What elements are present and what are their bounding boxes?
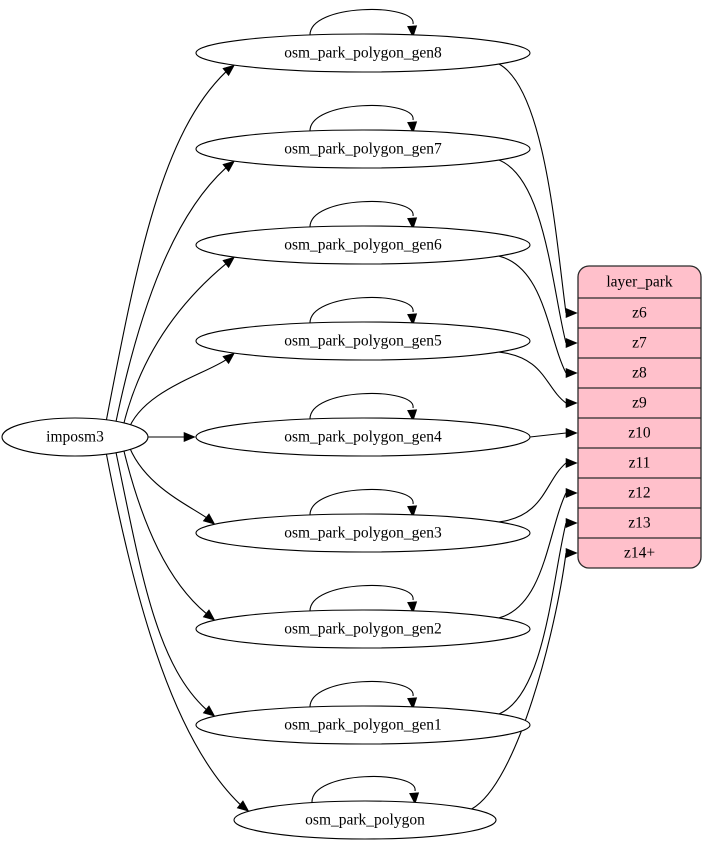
edge-base-to-z14+	[471, 552, 567, 810]
record-node-layer: layer_park z6 z7 z8 z9 z10 z11 z12 z13 z14+	[577, 265, 702, 569]
node-gen4[interactable]	[195, 417, 531, 457]
edge-imposm3-to-gen6	[122, 263, 227, 427]
arrowhead-gen3-to-z11	[565, 457, 578, 469]
record-row-z12[interactable]: z12	[628, 485, 650, 502]
self-loop-gen7	[309, 104, 414, 133]
arrowhead-imposm3-to-gen3	[202, 513, 216, 525]
node-gen7[interactable]	[195, 129, 531, 169]
self-loop-gen5	[309, 296, 414, 325]
arrowhead-imposm3-to-gen6	[222, 256, 235, 269]
node-imposm3-label: imposm3	[46, 429, 104, 446]
node-gen4-label: osm_park_polygon_gen4	[284, 429, 442, 446]
arrowhead-self-loop-gen6	[407, 217, 418, 230]
record-header-label: layer_park	[606, 274, 673, 291]
arrowhead-imposm3-to-gen2	[202, 609, 216, 621]
record-row-z11[interactable]: z11	[629, 455, 651, 472]
record-row-z14+[interactable]: z14+	[624, 545, 655, 562]
edge-imposm3-to-gen2	[122, 447, 207, 614]
record-row-z13[interactable]: z13	[628, 515, 651, 532]
self-loop-gen4	[309, 392, 414, 421]
node-gen2-label: osm_park_polygon_gen2	[284, 621, 442, 638]
arrowhead-gen4-to-z10	[565, 427, 578, 439]
arrowhead-gen8-to-z6	[565, 307, 578, 319]
edge-layer	[105, 63, 578, 812]
edge-imposm3-to-base	[105, 454, 241, 805]
edge-imposm3-to-gen5	[127, 359, 227, 432]
edge-imposm3-to-gen1	[115, 451, 207, 710]
arrowhead-gen2-to-z12	[565, 487, 578, 499]
edge-gen5-to-z9	[498, 351, 567, 404]
record-row-z8[interactable]: z8	[632, 365, 647, 382]
record-row-z6[interactable]: z6	[632, 305, 647, 322]
arrowhead-gen6-to-z8	[565, 367, 578, 379]
arrowhead-imposm3-to-gen5	[222, 352, 235, 365]
node-gen8-label: osm_park_polygon_gen8	[284, 45, 442, 62]
record-node-layer-park[interactable]	[577, 265, 702, 569]
record-row-z10[interactable]: z10	[628, 425, 651, 442]
node-gen7-label: osm_park_polygon_gen7	[284, 141, 442, 158]
arrowhead-gen7-to-z7	[565, 337, 578, 349]
arrowhead-self-loop-gen4	[407, 409, 418, 422]
arrowhead-imposm3-to-gen4	[183, 431, 196, 443]
edge-gen4-to-z10	[529, 432, 567, 438]
node-gen1-label: osm_park_polygon_gen1	[284, 717, 442, 734]
node-gen3[interactable]	[195, 513, 531, 553]
arrowhead-self-loop-gen5	[407, 313, 418, 326]
arrowhead-gen5-to-z9	[565, 397, 578, 409]
arrowhead-self-loop-gen2	[407, 601, 418, 614]
arrowhead-imposm3-to-gen8	[222, 64, 235, 77]
arrowhead-self-loop-gen3	[407, 505, 418, 518]
node-gen5[interactable]	[195, 321, 531, 361]
self-loop-gen2	[309, 584, 414, 613]
edge-gen2-to-z12	[498, 492, 567, 619]
arrowhead-imposm3-to-base	[236, 800, 250, 812]
arrowhead-self-loop-gen1	[407, 697, 418, 710]
record-row-z9[interactable]: z9	[632, 395, 647, 412]
arrowhead-imposm3-to-gen7	[222, 160, 235, 173]
arrowhead-gen1-to-z13	[565, 517, 578, 529]
node-gen8[interactable]	[195, 33, 531, 73]
node-imposm3[interactable]	[1, 417, 149, 457]
self-loop-gen8	[309, 8, 414, 37]
node-base-label: osm_park_polygon	[305, 812, 425, 829]
self-loop-gen1	[309, 680, 414, 709]
node-gen5-label: osm_park_polygon_gen5	[284, 333, 442, 350]
node-gen6[interactable]	[195, 225, 531, 265]
edge-gen6-to-z8	[498, 255, 567, 374]
node-layer: imposm3 osm_park_polygon_gen8 osm_park_pol…	[1, 33, 531, 840]
node-gen6-label: osm_park_polygon_gen6	[284, 237, 442, 254]
node-gen2[interactable]	[195, 609, 531, 649]
arrowhead-self-loop-base	[409, 792, 420, 805]
self-loop-layer	[309, 8, 420, 805]
edge-gen7-to-z7	[498, 159, 567, 344]
self-loop-base	[311, 775, 416, 804]
edge-imposm3-to-gen8	[105, 71, 227, 420]
arrowhead-self-loop-gen7	[407, 121, 418, 134]
record-row-z7[interactable]: z7	[632, 335, 647, 352]
node-gen3-label: osm_park_polygon_gen3	[284, 525, 442, 542]
edge-gen1-to-z13	[498, 522, 567, 715]
arrowhead-self-loop-gen8	[407, 25, 418, 38]
arrowhead-imposm3-to-gen1	[202, 705, 216, 717]
self-loop-gen6	[309, 200, 414, 229]
edge-gen8-to-z6	[498, 63, 567, 314]
self-loop-gen3	[309, 488, 414, 517]
edge-gen3-to-z11	[498, 462, 567, 523]
arrowhead-base-to-z14+	[565, 547, 578, 559]
node-base[interactable]	[233, 800, 497, 840]
edge-imposm3-to-gen3	[127, 442, 207, 518]
node-gen1[interactable]	[195, 705, 531, 745]
edge-imposm3-to-gen7	[115, 167, 227, 423]
